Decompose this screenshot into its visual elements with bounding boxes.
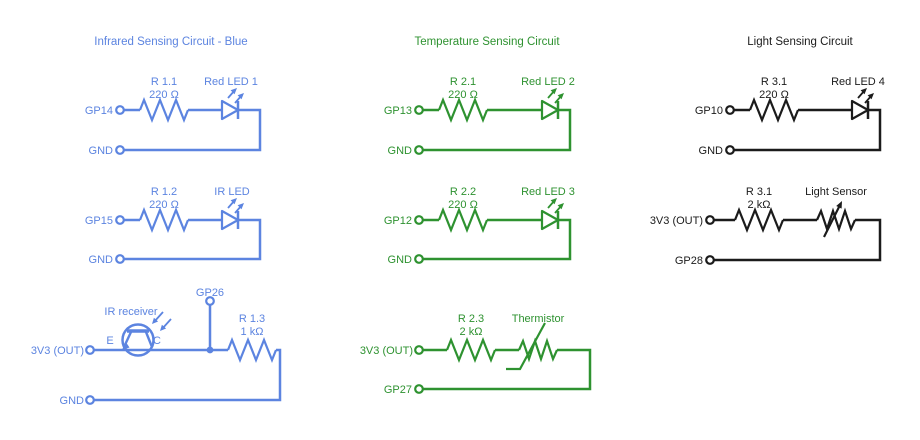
resistor-symbol (733, 208, 785, 232)
infrared-column: Infrared Sensing Circuit - Blue GP14 R 1… (31, 36, 282, 407)
led-symbol (540, 196, 566, 231)
terminal (115, 105, 125, 115)
circuit-light-led4: GP10 R 3.1 220 Ω Red LED 4 GND (695, 76, 885, 157)
resistor-label: R 1.1 (151, 76, 177, 88)
terminal (85, 345, 95, 355)
terminal (705, 215, 715, 225)
resistance-label: 220 Ω (759, 89, 789, 101)
terminal (414, 105, 424, 115)
resistance-label: 1 kΩ (241, 326, 264, 338)
resistance-label: 220 Ω (448, 89, 478, 101)
wire (423, 218, 572, 261)
resistor-symbol (445, 338, 497, 362)
pin-label: 3V3 (OUT) (31, 345, 84, 357)
component-label: IR LED (214, 186, 250, 198)
pin-label: GND (388, 254, 413, 266)
led-symbol (540, 86, 566, 121)
terminal (115, 254, 125, 264)
resistor-label: R 3.1 (761, 76, 787, 88)
led-symbol (850, 86, 876, 121)
emitter-label: E (106, 335, 113, 347)
resistor-symbol (226, 338, 278, 362)
circuit-infrared-irled: GP15 R 1.2 220 Ω IR LED GND (85, 186, 262, 266)
pin-label: 3V3 (OUT) (360, 345, 413, 357)
resistor-symbol (437, 98, 489, 122)
resistor-label: R 1.2 (151, 186, 177, 198)
resistor-symbol (748, 98, 800, 122)
column-title: Infrared Sensing Circuit - Blue (94, 36, 247, 48)
pin-label: GND (388, 145, 413, 157)
component-label: Thermistor (512, 313, 565, 325)
resistance-label: 220 Ω (448, 199, 478, 211)
pin-label: GND (89, 254, 114, 266)
circuit-light-sensor: 3V3 (OUT) R 3.1 2 kΩ Light Sensor GP28 (650, 186, 882, 267)
terminal (414, 345, 424, 355)
terminal (725, 145, 735, 155)
wire (94, 305, 282, 402)
component-label: Red LED 1 (204, 76, 258, 88)
phototransistor-icon (121, 311, 172, 357)
pin-label: GND (89, 145, 114, 157)
circuit-infrared-led1: GP14 R 1.1 220 Ω Red LED 1 GND (85, 76, 262, 157)
pin-label: GP12 (384, 215, 412, 227)
resistor-label: R 2.2 (450, 186, 476, 198)
resistance-label: 220 Ω (149, 89, 179, 101)
circuit-infrared-receiver: IR receiver 3V3 (OUT) E C GP26 R 1.3 1 k… (31, 287, 282, 407)
resistance-label: 2 kΩ (460, 326, 483, 338)
component-label: Red LED 2 (521, 76, 575, 88)
pin-label: GND (60, 395, 85, 407)
resistor-symbol (138, 98, 190, 122)
component-label: Red LED 4 (831, 76, 885, 88)
pin-label: GP13 (384, 105, 412, 117)
resistor-symbol (437, 208, 489, 232)
wire (124, 218, 262, 261)
temperature-column: Temperature Sensing Circuit GP13 R 2.1 2… (360, 36, 592, 396)
resistor-label: R 2.3 (458, 313, 484, 325)
wire (734, 108, 882, 152)
pin-label: GND (699, 145, 724, 157)
component-label: IR receiver (104, 306, 158, 318)
pin-label: GP10 (695, 105, 723, 117)
terminal (414, 145, 424, 155)
pin-label: GP28 (675, 255, 703, 267)
terminal (705, 255, 715, 265)
wire (714, 218, 882, 262)
terminal (414, 215, 424, 225)
terminal (115, 215, 125, 225)
pin-label: GP26 (196, 287, 224, 299)
resistor-label: R 3.1 (746, 186, 772, 198)
wire (124, 108, 262, 152)
terminal (414, 254, 424, 264)
pin-label: GP15 (85, 215, 113, 227)
resistance-label: 220 Ω (149, 199, 179, 211)
circuit-temperature-thermistor: 3V3 (OUT) R 2.3 2 kΩ Thermistor GP27 (360, 313, 592, 396)
column-title: Temperature Sensing Circuit (414, 36, 560, 48)
terminal (115, 145, 125, 155)
light-sensor-icon (815, 201, 857, 238)
terminal (85, 395, 95, 405)
resistor-label: R 1.3 (239, 313, 265, 325)
circuit-temperature-led2: GP13 R 2.1 220 Ω Red LED 2 GND (384, 76, 575, 157)
pin-label: GP27 (384, 384, 412, 396)
column-title: Light Sensing Circuit (747, 36, 853, 48)
wire (423, 348, 592, 391)
light-column: Light Sensing Circuit GP10 R 3.1 220 Ω R… (650, 36, 885, 267)
thermistor-icon (506, 322, 559, 371)
circuit-temperature-led3: GP12 R 2.2 220 Ω Red LED 3 GND (384, 186, 575, 266)
resistor-symbol (138, 208, 190, 232)
wire (423, 108, 572, 152)
resistor-label: R 2.1 (450, 76, 476, 88)
terminal (414, 384, 424, 394)
terminal (725, 105, 735, 115)
pin-label: GP14 (85, 105, 113, 117)
component-label: Red LED 3 (521, 186, 575, 198)
led-symbol (220, 86, 246, 121)
led-symbol (220, 196, 246, 231)
pin-label: 3V3 (OUT) (650, 215, 703, 227)
junction-dot (206, 346, 214, 354)
component-label: Light Sensor (805, 186, 867, 198)
resistance-label: 2 kΩ (748, 199, 771, 211)
collector-label: C (153, 335, 161, 347)
